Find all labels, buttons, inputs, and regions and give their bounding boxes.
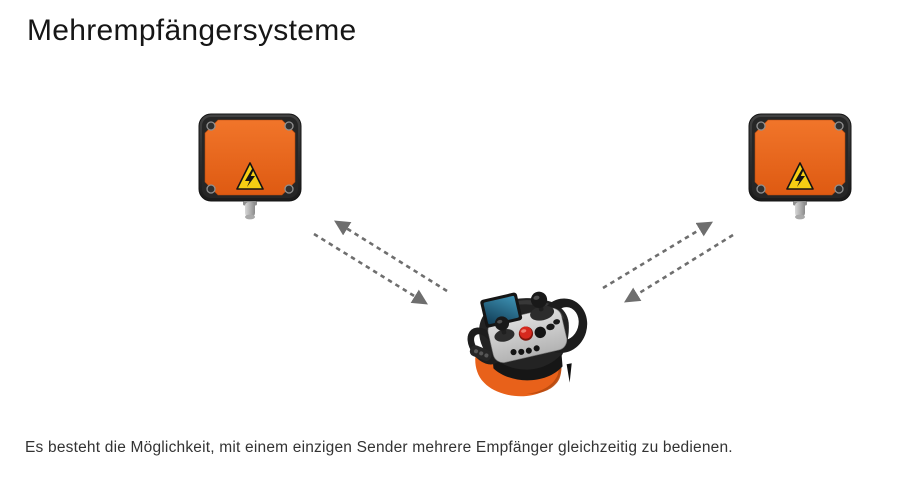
handheld-remote-transmitter-icon	[467, 291, 588, 397]
joystick-right	[530, 291, 555, 321]
receiver-right	[748, 113, 852, 221]
caption-text: Es besteht die Möglichkeit, mit einem ei…	[25, 439, 733, 456]
comm-link-left-arrows	[313, 220, 448, 305]
receiver-left	[198, 113, 302, 221]
joystick-left	[494, 316, 515, 342]
receiver-box-icon	[198, 113, 302, 220]
transmitter-front-band	[492, 354, 563, 381]
corner-screws	[206, 121, 294, 194]
emergency-stop-button	[518, 326, 534, 341]
corner-screws	[756, 121, 844, 194]
control-panel	[480, 291, 568, 363]
lcd-display	[480, 292, 523, 328]
receiver-box-icon	[748, 113, 852, 220]
comm-link-right-arrows	[602, 221, 734, 303]
high-voltage-warning-icon	[236, 162, 264, 190]
high-voltage-warning-icon	[786, 162, 814, 190]
page-title: Mehrempfängersysteme	[27, 14, 357, 47]
panel-buttons	[510, 319, 561, 356]
transmitter	[466, 291, 590, 399]
cable-gland	[793, 201, 807, 220]
belt-clip	[566, 363, 572, 383]
cable-gland	[243, 201, 257, 220]
side-buttons	[469, 345, 492, 361]
